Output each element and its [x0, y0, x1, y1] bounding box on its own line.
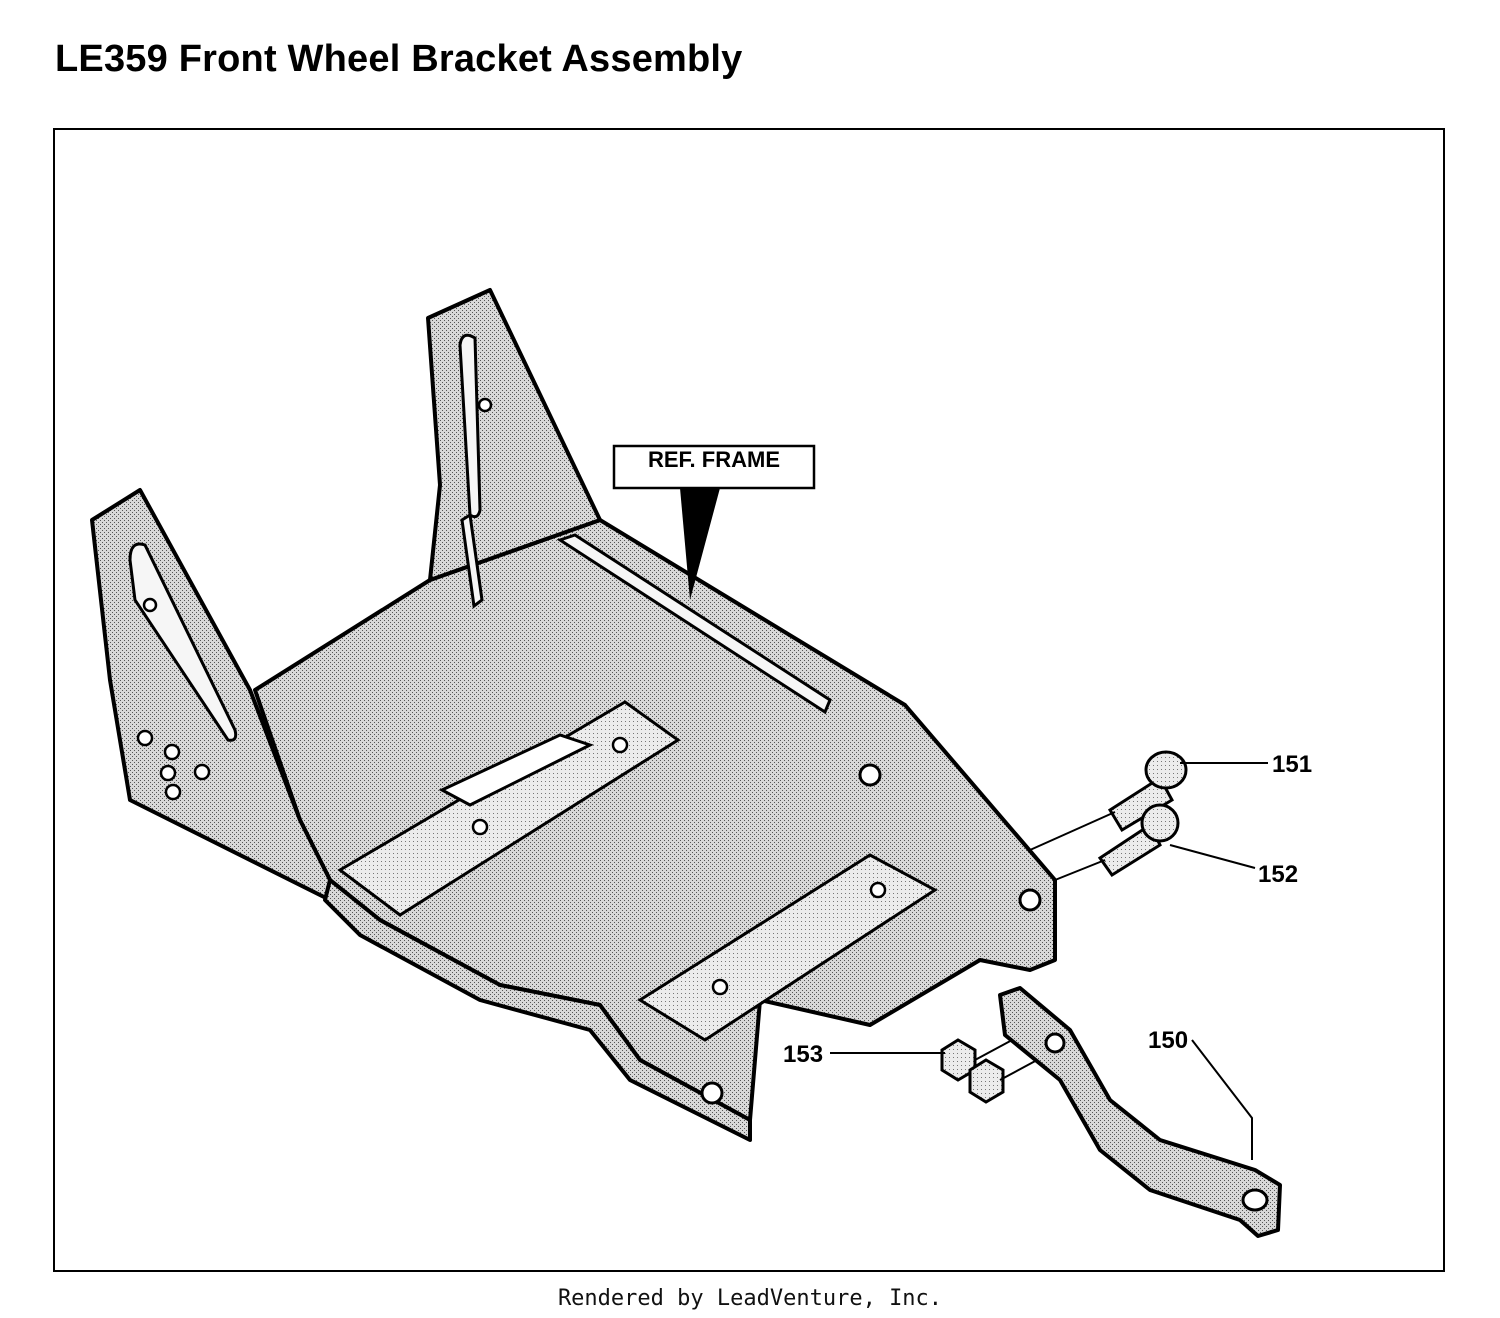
- bolt-151: [1029, 750, 1188, 851]
- leader-152: [1169, 844, 1256, 869]
- bolt-152: [1054, 803, 1180, 881]
- bracket-150: [998, 986, 1282, 1238]
- nut-153: [940, 1024, 1066, 1104]
- footer-credit: Rendered by LeadVenture, Inc.: [557, 1286, 943, 1311]
- callout-150: 150: [1148, 1027, 1188, 1054]
- page-title: LE359 Front Wheel Bracket Assembly: [55, 38, 743, 80]
- callout-152: 152: [1258, 861, 1298, 888]
- ref-frame-label: REF. FRAME: [612, 444, 816, 600]
- frame-part: [90, 288, 1057, 1142]
- leader-150: [1191, 1039, 1253, 1160]
- ref-frame-text: REF. FRAME: [648, 447, 780, 472]
- callout-151: 151: [1272, 751, 1312, 778]
- callout-153: 153: [783, 1041, 823, 1068]
